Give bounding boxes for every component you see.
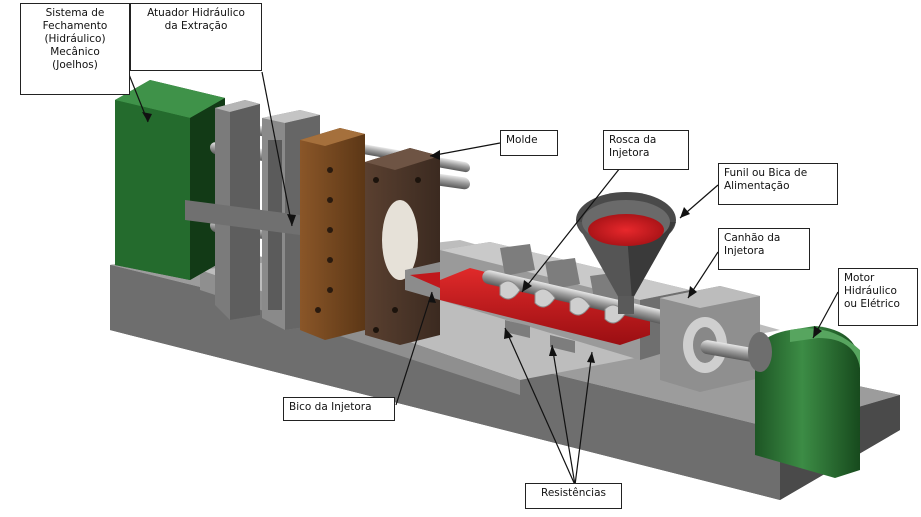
label-atuador-extracao: Atuador Hidráulico da Extração (130, 3, 262, 71)
rear-housing (660, 286, 760, 392)
label-sistema-fechamento: Sistema de Fechamento (Hidráulico) Mecân… (20, 3, 130, 95)
label-rosca-injetora: Rosca da Injetora (603, 130, 689, 170)
label-canhao: Canhão da Injetora (718, 228, 810, 270)
label-molde: Molde (500, 130, 558, 156)
mold-fixed-half (365, 148, 440, 345)
leader-arrowheads (142, 112, 822, 363)
label-resistencias: Resistências (525, 483, 622, 509)
toggle-link (185, 200, 300, 235)
motor-housing (748, 326, 860, 478)
leader-lines (127, 71, 839, 486)
label-motor: Motor Hidráulico ou Elétrico (838, 268, 918, 326)
label-bico: Bico da Injetora (283, 397, 395, 421)
hopper-shape (576, 192, 676, 314)
label-funil: Funil ou Bica de Alimentação (718, 163, 838, 205)
nozzle-shape (405, 262, 440, 300)
clamping-unit-housing (115, 80, 225, 280)
mold-moving-half (300, 128, 365, 340)
